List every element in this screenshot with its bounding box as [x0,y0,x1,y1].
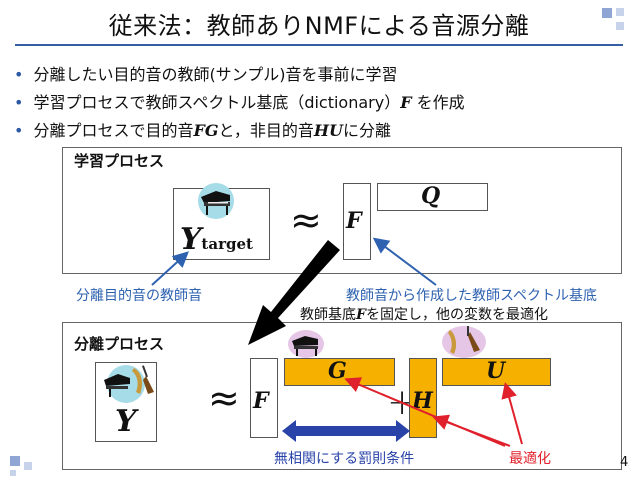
u-symbol: U [486,358,506,384]
f-symbol-separation: F [253,388,269,414]
bullet-3-text-post: に分離 [342,121,391,140]
u-matrix [442,358,551,386]
page-number: 4 [620,455,629,470]
q-symbol: Q [421,183,441,209]
separation-process-label: 分離プロセス [74,335,165,353]
basis-annotation: 教師音から作成した教師スペクトル基底 [346,288,598,304]
optimize-label: 最適化 [509,451,551,467]
title-underline [15,44,623,46]
arrow-teacher-to-y [151,251,189,286]
bullet-2-symbol: F [400,93,412,112]
q-matrix [377,183,488,211]
guitar-sax-icon [442,326,486,358]
f-matrix-separation [250,358,278,438]
fix-basis-symbol: F [356,307,366,323]
bullet-1-text: 分離したい目的音の教師(サンプル)音を事前に学習 [33,65,398,84]
bullet-dot: • [14,121,24,140]
corner-decoration-top-right-small [616,8,624,16]
learning-process-label: 学習プロセス [74,152,165,170]
penalty-label: 無相関にする罰則条件 [274,451,415,467]
piano-icon-separation [288,330,324,358]
fix-basis-post: を固定し，他の変数を最適化 [365,307,548,323]
arrow-basis-to-f [372,237,437,286]
bullet-dot: • [14,65,24,84]
arrow-optimize-u [501,382,523,445]
bullet-2: • 学習プロセスで教師スペクトル基底（dictionary）F を作成 [14,92,465,114]
penalty-double-arrow [282,420,410,442]
bullet-3-symbol-hu: HU [313,121,343,140]
piano-icon-learning [198,183,234,219]
f-symbol-learning: F [346,208,362,234]
bullet-3-text: 分離プロセスで目的音 [33,121,194,140]
y-symbol: Y [180,222,202,257]
y-symbol-separation: Y [115,404,137,439]
f-matrix-learning [343,183,371,260]
mixture-instruments-icon [104,365,154,403]
fix-basis-note: 教師基底Fを固定し，他の変数を最適化 [300,304,548,324]
corner-decoration-top-right-small-2 [616,22,624,30]
bullet-3-symbol-fg: FG [193,121,219,140]
bullet-3: • 分離プロセスで目的音FGと，非目的音HUに分離 [14,120,391,142]
g-symbol: G [328,358,347,384]
approx-symbol-separation: ≈ [208,376,240,420]
learning-process-panel [62,147,622,274]
bullet-1: • 分離したい目的音の教師(サンプル)音を事前に学習 [14,64,397,86]
fix-basis-pre: 教師基底 [300,307,356,323]
slide-title: 従来法：教師ありNMFによる音源分離 [108,12,530,40]
big-black-arrow [248,240,340,345]
corner-decoration-bottom-left-small [24,462,32,470]
approx-symbol-learning: ≈ [290,198,322,242]
h-symbol: H [412,388,433,414]
corner-decoration-bottom-left [10,456,20,466]
bullet-2-text-post: を作成 [411,93,465,112]
y-subscript: target [201,235,253,253]
corner-decoration-bottom-left-small-2 [10,470,16,476]
y-target-symbol: Ytarget [180,222,253,257]
bullet-3-text-mid: と，非目的音 [218,121,314,140]
bullet-dot: • [14,93,24,112]
corner-decoration-top-right [602,8,612,18]
arrow-optimize-h [432,414,511,447]
g-matrix [284,358,395,386]
bullet-2-text: 学習プロセスで教師スペクトル基底（dictionary） [33,93,401,112]
target-teacher-annotation: 分離目的音の教師音 [76,288,202,304]
